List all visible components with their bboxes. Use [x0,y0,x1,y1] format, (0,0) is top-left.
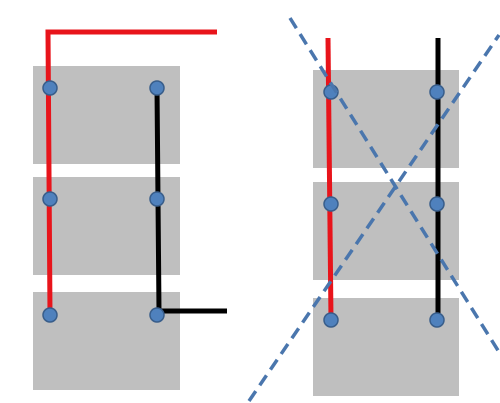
left-terminal-2b [149,191,165,207]
left-terminal-3b [149,307,165,323]
left-terminal-1a [42,80,58,96]
cross-out-line-descending [288,17,500,353]
left-terminal-1b [149,80,165,96]
cross-out-line-ascending [247,34,500,402]
right-panel [247,17,500,402]
left-terminal-2a [42,191,58,207]
right-terminal-2b [429,196,445,212]
left-terminal-3a [42,307,58,323]
right-terminal-3a [323,312,339,328]
right-red-wire [325,37,334,321]
right-terminal-2a [323,196,339,212]
right-terminal-1b [429,84,445,100]
left-red-wire [45,29,217,316]
left-panel [33,29,227,390]
right-terminal-3b [429,312,445,328]
